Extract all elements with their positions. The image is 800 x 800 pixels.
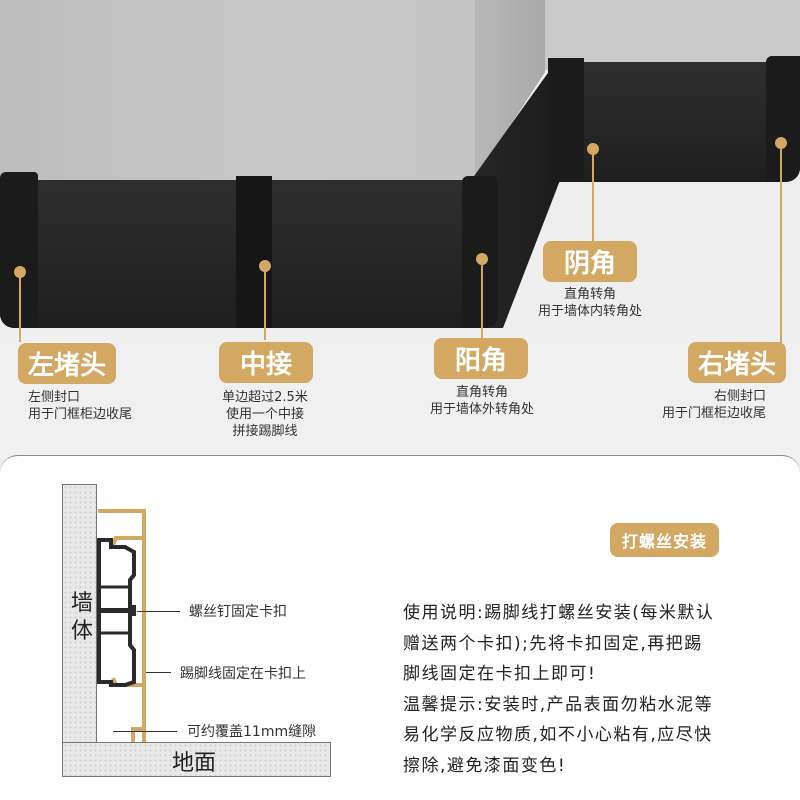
label-outer-corner: 阳角 [434, 338, 528, 379]
desc-line: 右侧封口 [713, 389, 766, 404]
install-method-badge: 打螺丝安装 [610, 523, 720, 557]
middle-joint [236, 176, 272, 328]
desc-line: 使用一个中接 [225, 407, 304, 422]
desc-line: 用于门框柜边收尾 [28, 407, 133, 422]
floor-label: 地面 [172, 751, 217, 776]
desc-line: 用于墙体内转角处 [537, 304, 642, 319]
desc-line: 单边超过2.5米 [222, 390, 308, 405]
desc-left-end-cap: 左侧封口 用于门框柜边收尾 [28, 389, 132, 423]
marker-line [19, 272, 21, 342]
desc-line: 直角转角 [563, 287, 616, 302]
product-photo: 左堵头 左侧封口 用于门框柜边收尾 中接 单边超过2.5米 使用一个中接 拼接踢… [0, 0, 800, 460]
label-left-end-cap: 左堵头 [18, 343, 117, 384]
install-instructions: 使用说明:踢脚线打螺丝安装(每米默认 赠送两个卡扣);先将卡扣固定,再把踢 脚线… [403, 598, 783, 781]
instruction-line: 脚线固定在卡扣上即可! [403, 664, 597, 684]
desc-line: 用于门框柜边收尾 [661, 406, 766, 421]
wall-surface-right [545, 0, 800, 70]
inner-corner [548, 58, 584, 182]
desc-line: 直角转角 [455, 385, 508, 400]
instruction-line: 擦除,避免漆面变色! [403, 755, 567, 776]
marker-line [592, 149, 594, 244]
wall-surface [0, 0, 490, 185]
desc-right-end-cap: 右侧封口 用于门框柜边收尾 [640, 388, 766, 422]
instruction-line: 易化学反应物质,如不小心粘有,应尽快 [403, 725, 713, 745]
wall-cross-section [62, 484, 97, 744]
callout-gap-coverage: 可约覆盖11mm缝隙 [187, 724, 317, 740]
label-middle-joint: 中接 [219, 342, 313, 383]
instruction-line: 使用说明:踢脚线打螺丝安装(每米默认 [403, 603, 715, 623]
desc-line: 用于墙体外转角处 [429, 402, 534, 417]
outer-corner [462, 176, 498, 328]
desc-line: 左侧封口 [28, 390, 81, 405]
callout-line [146, 672, 171, 673]
instruction-line: 赠送两个卡扣);先将卡扣固定,再把踢 [403, 633, 703, 654]
desc-inner-corner: 直角转角 用于墙体内转角处 [520, 286, 660, 320]
marker-line [481, 259, 483, 339]
marker-line [780, 143, 782, 343]
callout-line [137, 611, 180, 612]
desc-middle-joint: 单边超过2.5米 使用一个中接 拼接踢脚线 [205, 389, 325, 440]
callout-board-on-clip: 踢脚线固定在卡扣上 [180, 666, 306, 682]
instruction-line: 温馨提示:安装时,产品表面勿粘水泥等 [403, 694, 714, 715]
callout-line [113, 731, 177, 732]
baseboard-right [577, 62, 800, 182]
label-right-end-cap: 右堵头 [688, 342, 787, 383]
label-inner-corner: 阴角 [543, 241, 637, 282]
desc-line: 拼接踢脚线 [232, 424, 298, 439]
callout-screw-clip: 螺丝钉固定卡扣 [189, 604, 287, 620]
wall-label: 墙体 [70, 591, 93, 644]
floor-cross-section [62, 742, 331, 777]
marker-line [264, 266, 266, 340]
desc-outer-corner: 直角转角 用于墙体外转角处 [412, 384, 552, 418]
right-end-cap [766, 56, 800, 182]
